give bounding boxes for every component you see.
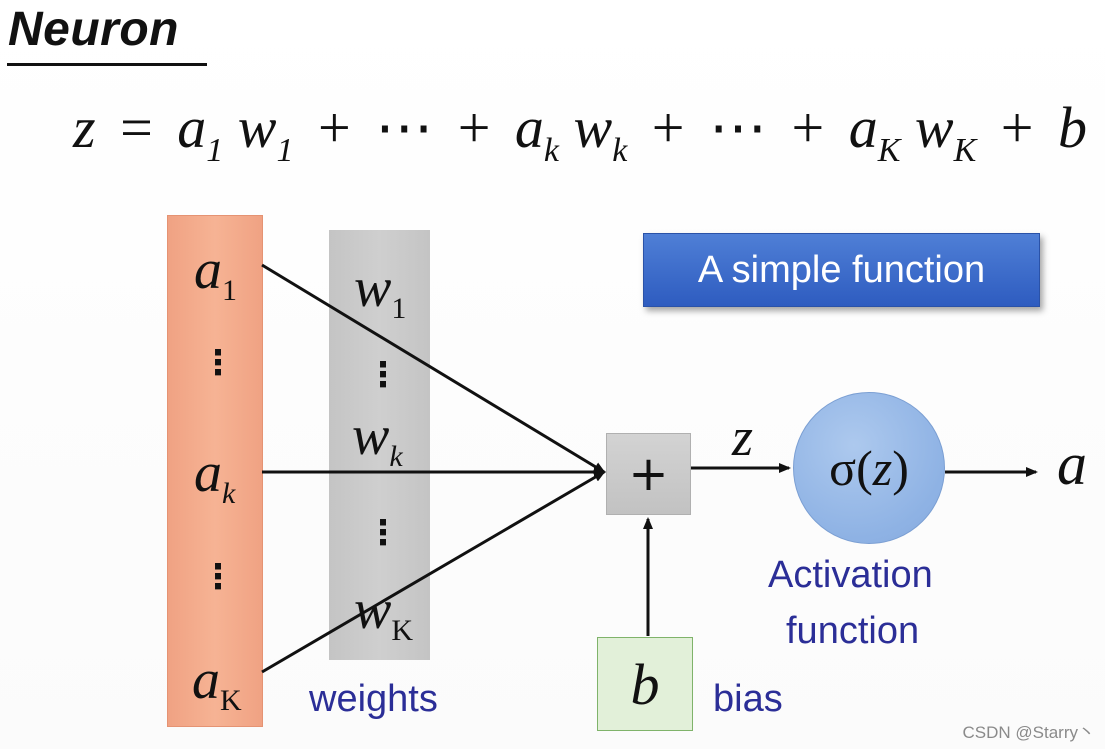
- weight-column: [329, 230, 430, 660]
- input-vdots-1: ⋮: [201, 343, 235, 383]
- neuron-formula: z = a1 w1 + ⋯ + ak wk + ⋯ + aK wK + b: [0, 88, 1105, 168]
- formula-plus-5: +: [1000, 95, 1034, 160]
- weight-vdots-2: ⋮: [366, 513, 400, 553]
- bias-node: b: [597, 637, 693, 731]
- z-label: z: [732, 407, 754, 467]
- input-vdots-2: ⋮: [201, 557, 235, 597]
- activation-node: σ(z): [793, 392, 945, 544]
- formula-a1: a1: [177, 95, 224, 169]
- paren-open: (: [856, 440, 873, 496]
- formula-aK: aK: [848, 95, 901, 169]
- paren-close: ): [892, 440, 909, 496]
- formula-wK: wK: [914, 95, 977, 169]
- simple-function-banner: A simple function: [643, 233, 1040, 307]
- sigma-symbol: σ: [829, 440, 857, 496]
- formula-b: b: [1058, 95, 1087, 160]
- activation-arg: z: [872, 440, 893, 496]
- formula-dots-2: ⋯: [709, 95, 767, 160]
- title-underline: [7, 63, 207, 66]
- formula-plus-2: +: [457, 95, 491, 160]
- edge-a1: [261, 263, 606, 474]
- page-title: Neuron: [8, 3, 179, 56]
- weight-wK: wK: [354, 579, 414, 647]
- formula-wk: wk: [573, 95, 628, 169]
- sum-node: +: [606, 433, 691, 515]
- activation-label-line1: Activation: [768, 554, 933, 596]
- formula-z: z: [72, 95, 96, 160]
- formula-plus-4: +: [791, 95, 825, 160]
- weight-vdots-1: ⋮: [366, 355, 400, 395]
- formula-ak: ak: [514, 95, 559, 169]
- weight-wk: wk: [352, 405, 403, 473]
- activation-label-line2: function: [786, 610, 920, 652]
- input-ak: ak: [194, 442, 236, 510]
- output-a: a: [1057, 431, 1087, 497]
- plus-symbol: +: [628, 446, 669, 502]
- weights-label: weights: [309, 678, 438, 720]
- formula-w1: w1: [237, 95, 294, 169]
- weight-w1: w1: [354, 257, 407, 325]
- formula-dots-1: ⋯: [375, 95, 434, 160]
- edge-aK: [261, 470, 606, 674]
- watermark: CSDN @Starry丶: [962, 723, 1096, 742]
- input-a1: a1: [194, 239, 237, 307]
- bias-symbol: b: [630, 651, 660, 717]
- input-column: [167, 215, 263, 727]
- formula-plus-1: +: [317, 95, 351, 160]
- formula-plus-3: +: [651, 95, 685, 160]
- formula-equals: =: [120, 95, 153, 160]
- bias-label: bias: [713, 678, 783, 720]
- input-aK: aK: [192, 649, 242, 717]
